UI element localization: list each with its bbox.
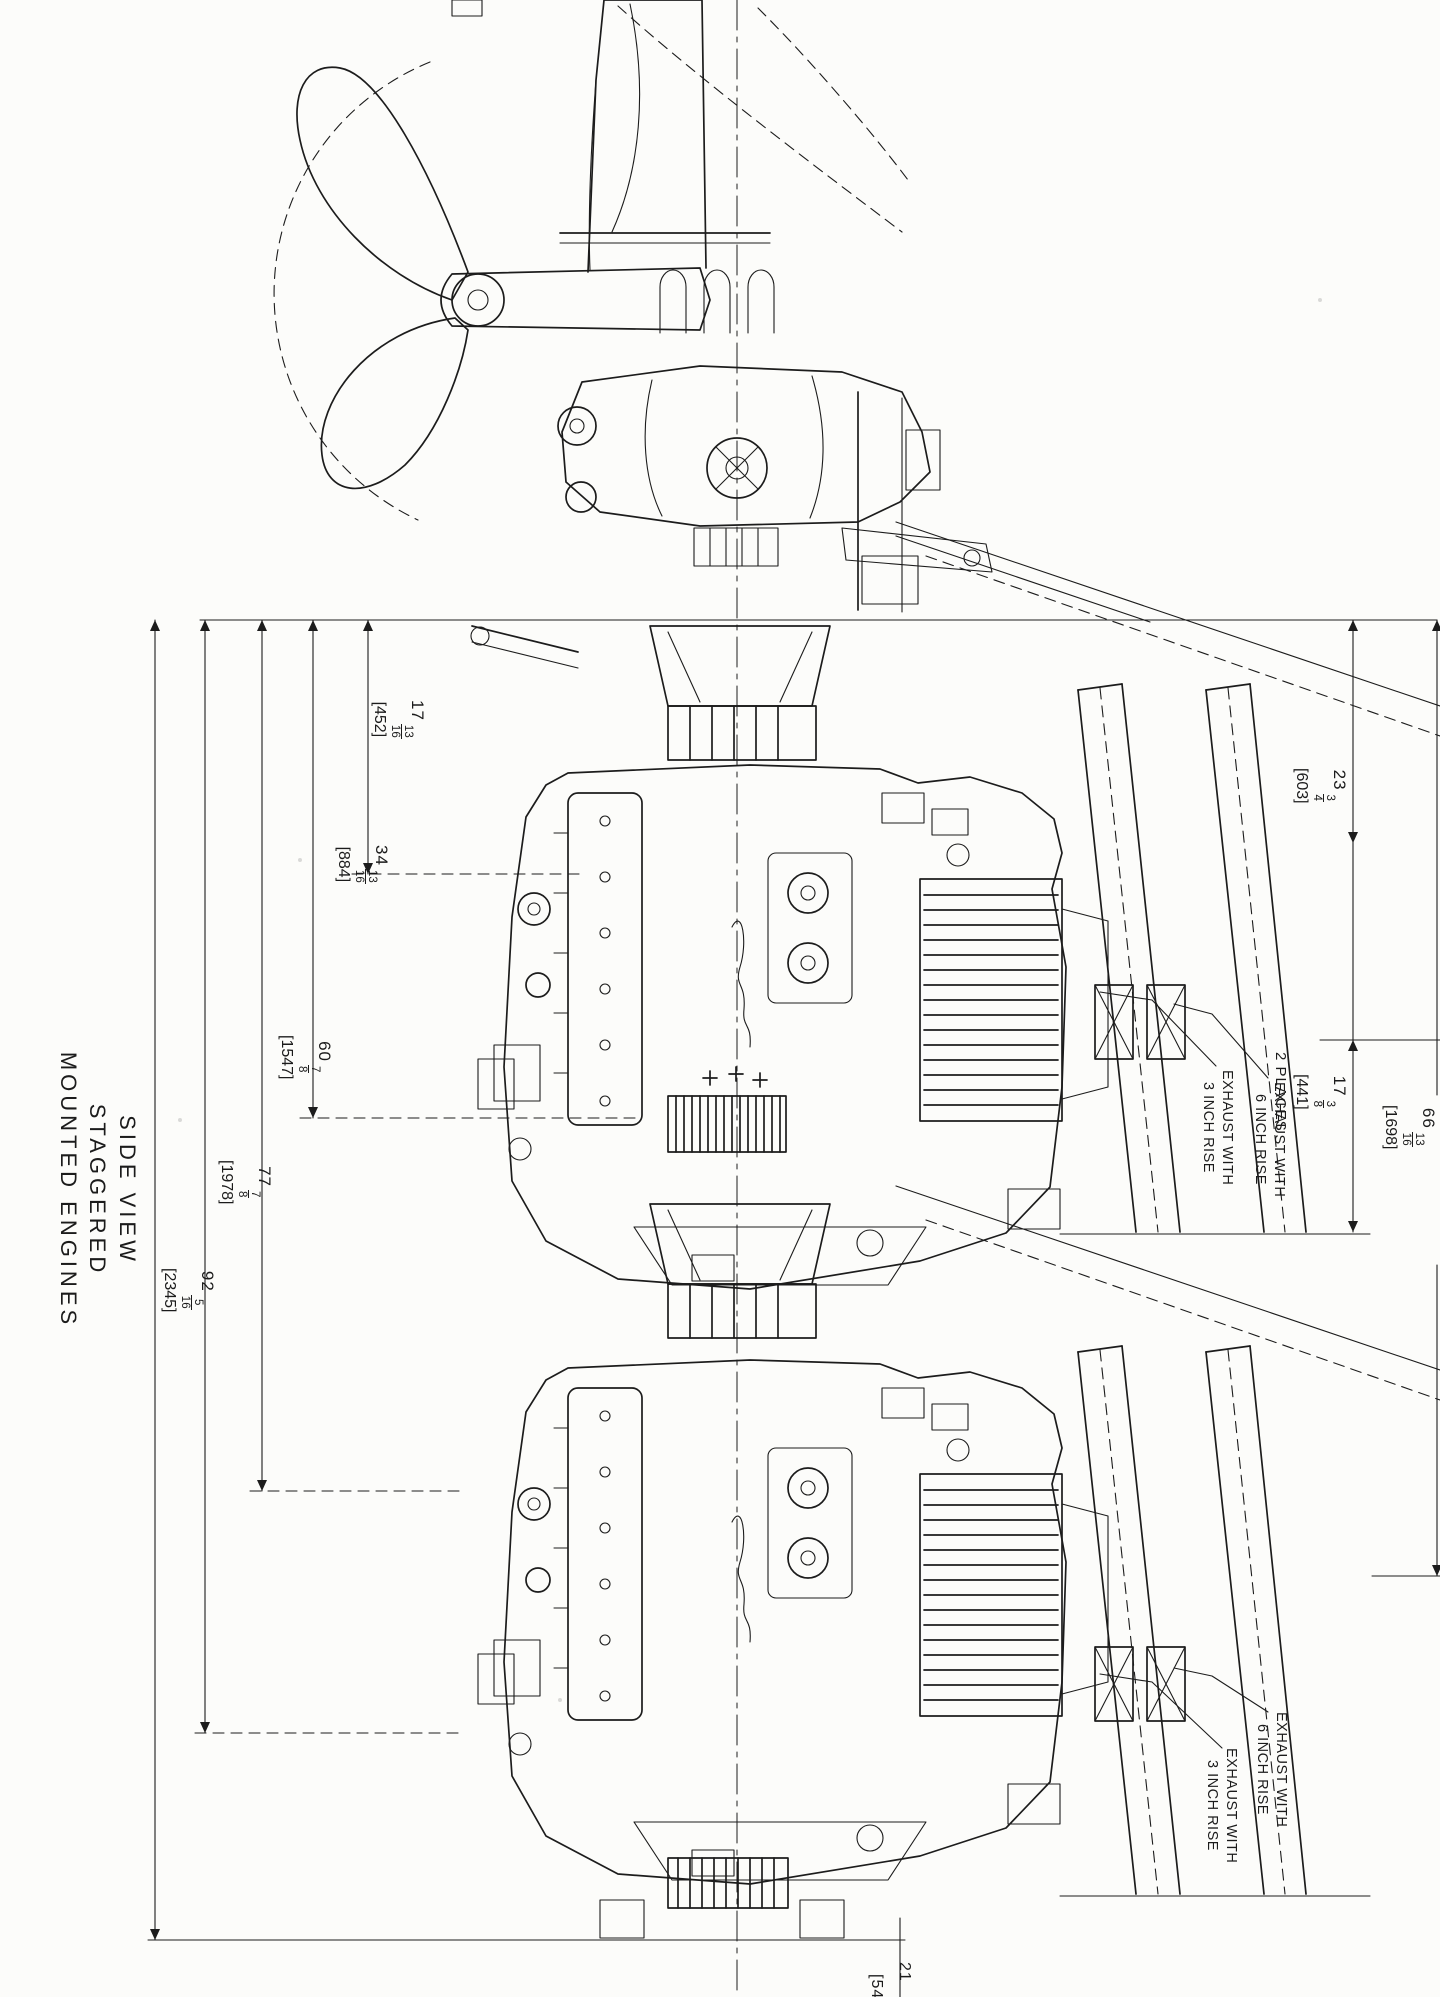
propeller — [273, 61, 505, 521]
note-exhaust-6-upper: EXHAUST WITH 6 INCH RISE — [1252, 1082, 1287, 1198]
exhaust-ducts-lower — [1059, 1345, 1371, 1897]
title-line-3: MOUNTED ENGINES — [55, 1051, 81, 1329]
note-exhaust-3-lower: EXHAUST WITH 3 INCH RISE — [1204, 1748, 1239, 1864]
center-marks — [702, 1066, 768, 1088]
dim-fragment-54: [54 — [868, 1974, 885, 1997]
reference-lines — [147, 0, 1438, 1997]
note-exhaust-3-upper: EXHAUST WITH 3 INCH RISE — [1200, 1070, 1235, 1186]
note-exhaust-6-lower: EXHAUST WITH 6 INCH RISE — [1254, 1712, 1289, 1828]
title-line-1: SIDE VIEW — [115, 1115, 140, 1265]
engine-lower — [477, 1359, 1109, 1885]
engine-lower-coupling — [649, 1095, 831, 1339]
transom-assembly — [470, 365, 993, 669]
outdrive-unit — [440, 0, 909, 334]
engine-upper-coupling — [649, 625, 831, 761]
dim-fragment-21: 21 — [896, 1962, 913, 1982]
hull-lines — [895, 521, 1440, 1401]
title-line-2: STAGGERED — [85, 1103, 111, 1277]
drawing-title: SIDE VIEW STAGGERED MOUNTED ENGINES — [53, 1010, 142, 1370]
dimension-lines — [150, 619, 1440, 1941]
engine-upper — [477, 764, 1109, 1290]
exhaust-ducts-upper — [1059, 683, 1371, 1235]
leader-lines — [1099, 991, 1269, 1749]
engine-lower-base — [599, 1857, 901, 1997]
